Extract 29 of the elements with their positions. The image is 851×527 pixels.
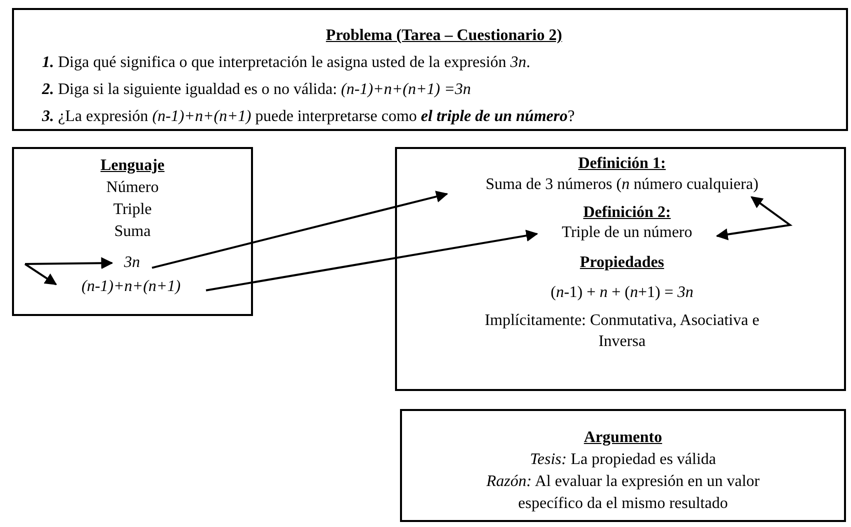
thesis-text: Tesis: La propiedad es válida xyxy=(530,450,716,470)
section-heading: Definición 1: xyxy=(578,154,666,174)
question-text: 3. ¿La expresión (n-1)+n+(n+1) puede interpretarse como el triple de un número? xyxy=(42,107,575,127)
section-heading: Lenguaje xyxy=(100,156,164,176)
argument-box xyxy=(400,409,846,522)
problem-title: Problema (Tarea – Cuestionario 2) xyxy=(326,26,562,46)
expression-text: 3n xyxy=(124,253,140,273)
problem-box xyxy=(12,8,848,131)
arrow xyxy=(206,230,538,292)
question-text: 2. Diga si la siguiente igualdad es o no válida: (n-1)+n+(n+1) =3n xyxy=(42,80,471,100)
arrow xyxy=(24,257,114,270)
term-text: Suma xyxy=(114,222,151,242)
section-heading: Propiedades xyxy=(580,253,664,273)
section-heading: Definición 2: xyxy=(583,203,671,223)
language-box xyxy=(12,147,253,316)
arrow xyxy=(152,190,448,269)
question-text: 1. Diga qué significa o que interpretación le asigna usted de la expresión 3n. xyxy=(42,53,530,73)
term-text: Triple xyxy=(113,200,152,220)
section-heading: Argumento xyxy=(584,428,662,448)
expression-text: (n-1)+n+(n+1) xyxy=(81,277,181,297)
definition-text: Suma de 3 números (n número cualquiera) xyxy=(486,175,758,195)
term-text: Número xyxy=(106,178,159,198)
formula-text: (n-1) + n + (n+1) = 3n xyxy=(550,283,694,303)
definitions-box xyxy=(395,147,846,391)
arrow xyxy=(716,196,793,240)
property-text: Implícitamente: Conmutativa, Asociativa e Inversa xyxy=(484,311,760,352)
definition-text: Triple de un número xyxy=(562,223,692,243)
reason-text: Razón: Al evaluar la expresión en un valor específico da el mismo resultado xyxy=(485,472,761,514)
arrow xyxy=(24,263,57,286)
